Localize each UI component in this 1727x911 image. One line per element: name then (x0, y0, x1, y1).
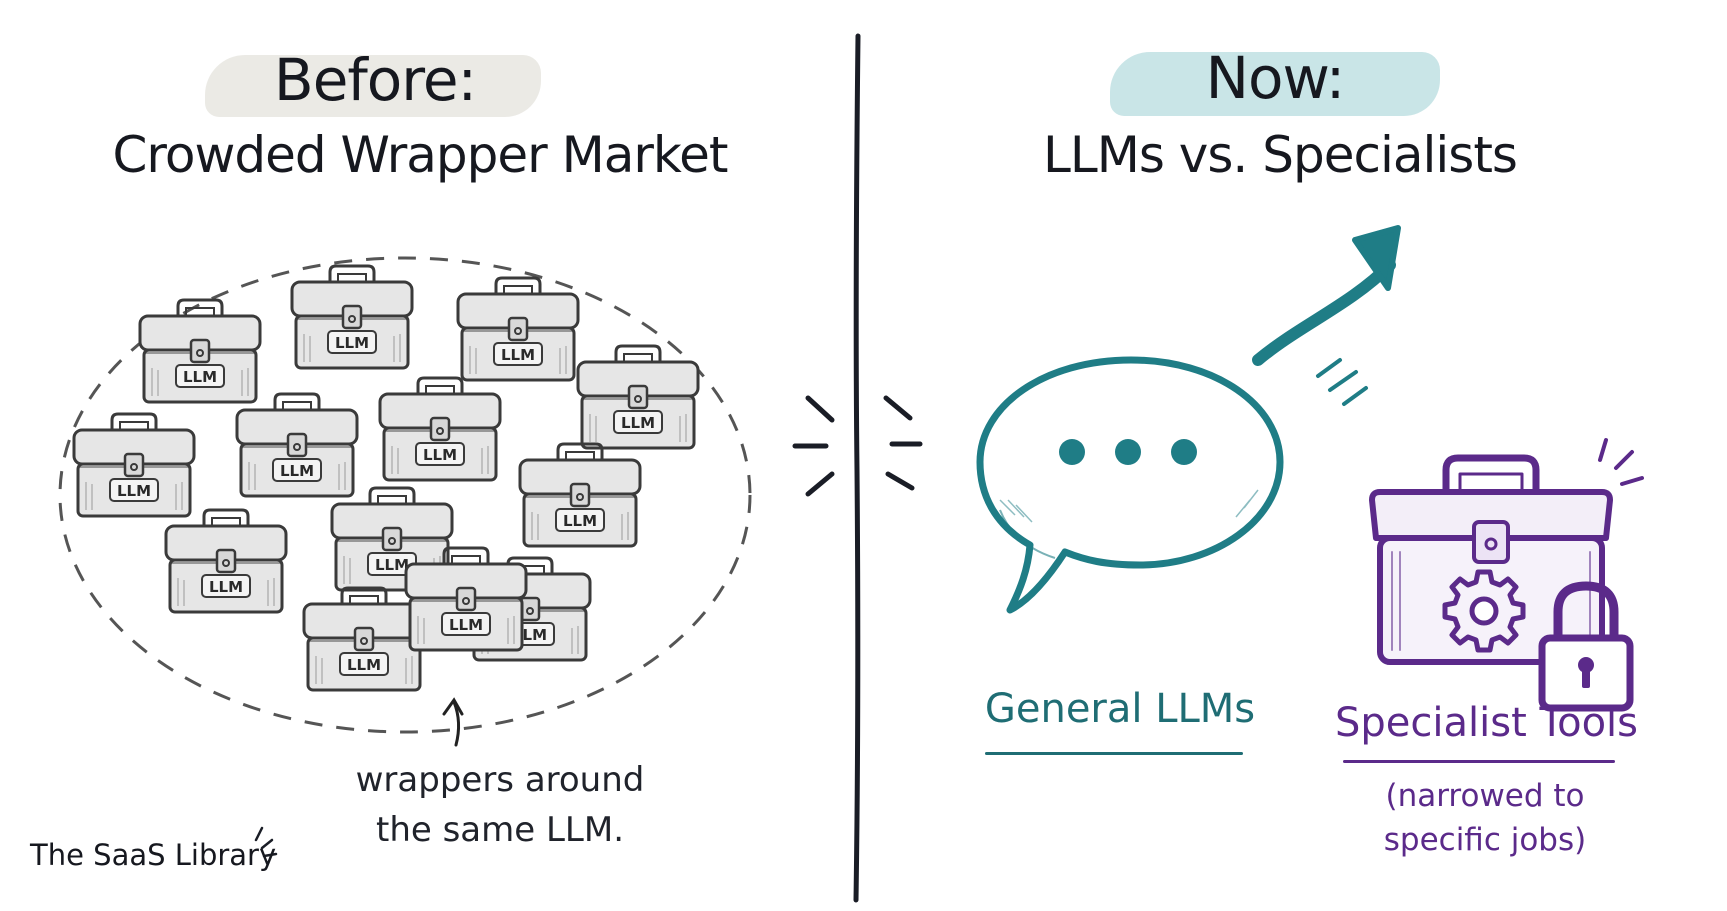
toolbox-icon: LLM (290, 264, 414, 370)
toolbox-icon: LLM (576, 344, 700, 450)
specialist-tools-label: Specialist Tools (1335, 700, 1639, 746)
toolbox-icon: LLM (378, 376, 502, 482)
toolbox-icon: LLM (138, 298, 262, 404)
wrapper-market-boundary (58, 256, 752, 734)
center-divider (853, 33, 861, 903)
specialist-note-line-1: (narrowed to (1385, 778, 1585, 814)
toolbox-label: LLM (501, 346, 535, 364)
before-title-highlight (205, 55, 541, 117)
chat-bubble-icon (976, 356, 1284, 614)
brand-name: The SaaS Library (30, 838, 277, 872)
specialist-tools-underline (1343, 760, 1615, 763)
toolbox-label: LLM (621, 414, 655, 432)
impact-marks-icon (792, 395, 923, 497)
trend-arrow-icon (1252, 225, 1401, 406)
toolbox-label: LLM (423, 446, 457, 464)
caption-line-1: wrappers around (355, 760, 645, 800)
toolbox-icon: LLM (235, 392, 359, 498)
toolbox-label: LLM (209, 578, 243, 596)
toolbox-icon: LLM (72, 412, 196, 518)
caption-line-2: the same LLM. (375, 810, 625, 850)
general-llms-label: General LLMs (984, 686, 1256, 732)
toolbox-label: LLM (375, 556, 409, 574)
toolbox-label: LLM (280, 462, 314, 480)
caption-arrow-icon (442, 697, 464, 747)
toolbox-icon: LLM (302, 586, 426, 692)
general-llms-underline (985, 752, 1243, 755)
toolbox-icon: LLM (404, 546, 528, 652)
toolbox-label: LLM (347, 656, 381, 674)
toolbox-icon: LLM (518, 442, 642, 548)
brand-flourish-icon (254, 826, 278, 858)
toolbox-icon: LLM (330, 486, 454, 592)
wrapper-toolboxes: LLM LLM LLM LLM LLM LLM LLM LLM LLM LLM … (72, 264, 700, 692)
toolbox-icon: LLM (456, 276, 580, 382)
now-title: Now: (1205, 44, 1346, 112)
gear-icon (1442, 569, 1526, 653)
wrapper-caption: wrappers around the same LLM. (330, 755, 670, 855)
specialist-note-line-2: specific jobs) (1383, 822, 1587, 858)
now-title-highlight (1110, 52, 1440, 116)
toolbox-label: LLM (335, 334, 369, 352)
toolbox-label: LLM (449, 616, 483, 634)
before-subtitle: Crowded Wrapper Market (112, 126, 729, 184)
toolbox-icon: LLM (164, 508, 288, 614)
padlock-icon (1538, 581, 1634, 712)
toolbox-label: LLM (183, 368, 217, 386)
toolbox-label: LLM (117, 482, 151, 500)
now-subtitle: LLMs vs. Specialists (1043, 126, 1518, 184)
specialist-note: (narrowed to specific jobs) (1355, 774, 1615, 862)
toolbox-label: LLM (563, 512, 597, 530)
before-title: Before: (273, 46, 477, 114)
